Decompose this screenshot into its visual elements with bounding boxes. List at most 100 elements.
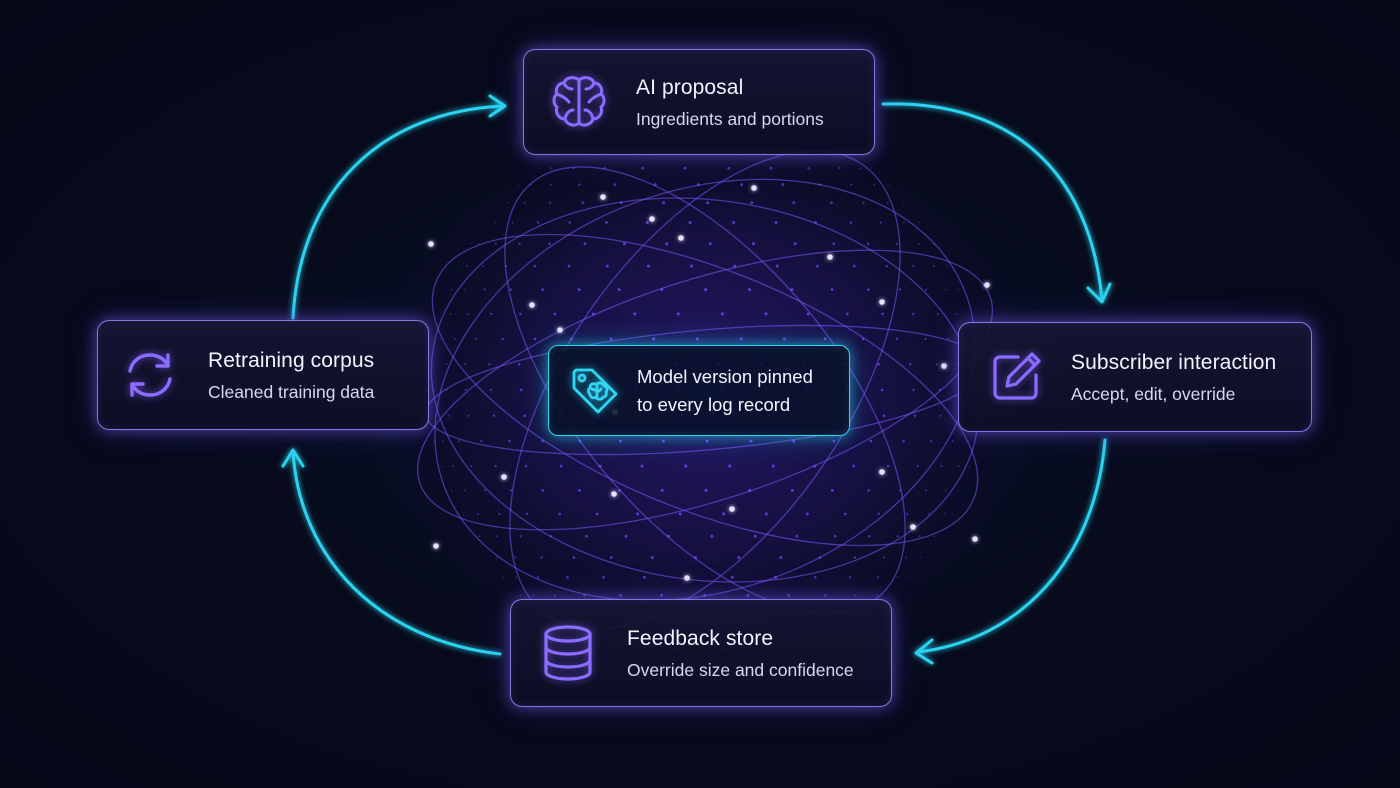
globe-dot	[779, 556, 783, 559]
globe-dot	[849, 183, 853, 186]
globe-dot	[568, 221, 571, 224]
globe-dot	[538, 167, 540, 169]
globe-dot	[870, 167, 873, 169]
globe-dot	[837, 167, 841, 170]
globe-dot	[514, 556, 517, 559]
globe-dot	[624, 534, 628, 538]
globe-dot	[447, 414, 450, 417]
globe-dot	[823, 594, 827, 597]
globe-dot	[727, 166, 731, 170]
globe-dot	[452, 465, 454, 467]
globe-dot	[710, 534, 714, 538]
globe-dot	[474, 337, 477, 340]
globe-dot	[506, 201, 509, 204]
sparkle-point	[557, 327, 563, 333]
globe-dot	[536, 221, 540, 224]
globe-dot	[886, 201, 889, 204]
globe-dot	[877, 363, 880, 366]
globe-dot	[898, 288, 902, 291]
globe-dot	[720, 312, 724, 316]
globe-dot	[737, 556, 741, 559]
globe-dot	[845, 312, 849, 316]
globe-dot	[957, 288, 960, 291]
orbit-line	[434, 178, 976, 602]
globe-dot	[683, 166, 687, 170]
sparkle-point	[611, 491, 617, 497]
arrowhead-retraining-to-ai	[488, 94, 507, 118]
globe-dot	[732, 221, 736, 224]
globe-dot	[932, 265, 935, 268]
globe-dot	[944, 489, 947, 492]
globe-dot	[918, 535, 921, 538]
globe-dot	[484, 221, 486, 224]
globe-dot	[957, 465, 960, 467]
sparkle-point	[827, 254, 833, 260]
globe-dot	[439, 313, 442, 315]
globe-dot	[905, 556, 908, 559]
globe-dot	[641, 166, 645, 170]
globe-dot	[877, 512, 881, 516]
globe-dot	[843, 512, 847, 516]
globe-dot	[730, 575, 734, 579]
globe-dot	[613, 183, 617, 186]
globe-dot	[879, 221, 882, 224]
globe-dot	[585, 534, 588, 538]
globe-dot	[498, 512, 501, 516]
node-subtitle: Cleaned training data	[208, 381, 375, 402]
globe-dot	[912, 265, 915, 268]
globe-dot	[771, 464, 775, 468]
globe-dot	[533, 264, 537, 268]
node-subtitle: Accept, edit, override	[1071, 383, 1236, 404]
globe-dot	[480, 439, 483, 443]
globe-dot	[695, 337, 699, 341]
sparkle-point	[501, 474, 507, 480]
globe-dot	[830, 201, 833, 205]
sparkle-point	[941, 363, 947, 369]
globe-dot	[849, 221, 853, 224]
globe-dot	[553, 594, 556, 597]
globe-dot	[457, 265, 459, 267]
globe-dot	[706, 201, 710, 205]
globe-dot	[924, 337, 927, 341]
globe-dot	[852, 464, 855, 468]
globe-dot	[449, 313, 452, 315]
globe-dot	[493, 221, 496, 224]
globe-dot	[494, 242, 497, 245]
globe-sparkle-points	[428, 185, 990, 581]
globe-dot	[523, 414, 526, 417]
globe-dot	[440, 465, 443, 467]
globe-dot	[636, 512, 640, 516]
globe-dot	[940, 243, 942, 245]
node-subscriber-interaction: Subscriber interaction Accept, edit, ove…	[958, 322, 1312, 432]
globe-dot	[925, 288, 928, 291]
globe-dot	[609, 556, 613, 559]
globe-dot	[525, 512, 529, 516]
globe-dot	[704, 288, 708, 292]
globe-dot	[907, 576, 910, 579]
globe-dot	[640, 464, 644, 468]
callout-line-1: Model version pinned	[637, 365, 813, 387]
globe-dot	[445, 363, 448, 366]
globe-dot	[509, 288, 512, 291]
globe-dot	[753, 534, 757, 538]
globe-dot	[541, 489, 545, 492]
sparkle-point	[433, 543, 439, 549]
globe-dot	[832, 242, 836, 246]
globe-dot	[888, 594, 891, 597]
globe-dot	[823, 337, 827, 341]
globe-dot	[645, 221, 649, 224]
globe-dot	[935, 363, 938, 366]
globe-dot	[795, 534, 799, 538]
globe-dot	[867, 489, 870, 492]
globe-dot	[566, 576, 569, 579]
globe-dot	[832, 439, 836, 443]
globe-dot	[484, 556, 487, 559]
globe-dot	[848, 576, 852, 579]
globe-dot	[880, 388, 884, 392]
globe-dot	[519, 535, 522, 538]
globe-dot	[605, 264, 609, 268]
globe-dot	[665, 242, 669, 246]
globe-dot	[764, 512, 768, 516]
globe-dot	[650, 556, 654, 559]
arrowhead-feedback-to-retraining	[281, 448, 305, 468]
